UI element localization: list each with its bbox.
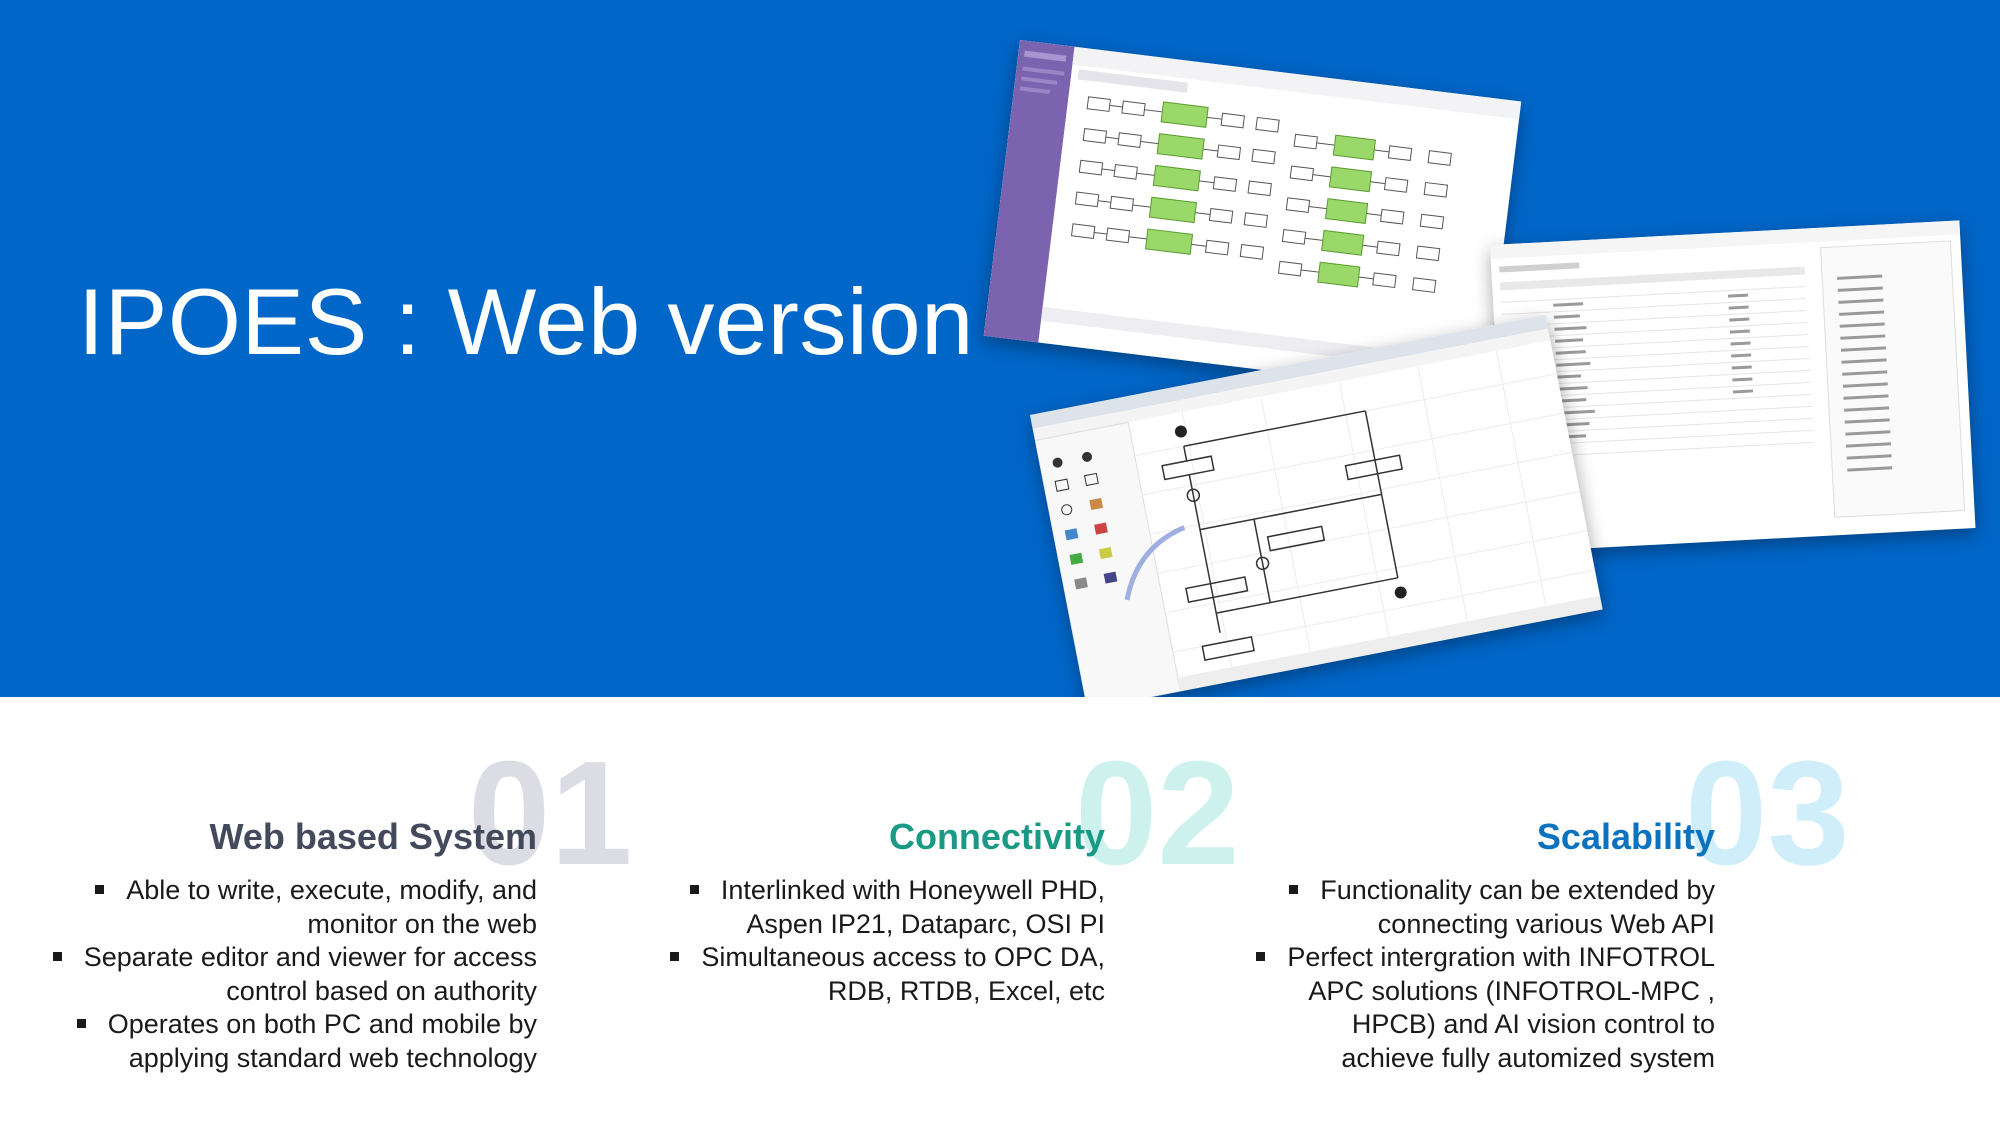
tag-table-thumbnail <box>1490 220 1966 518</box>
bullet-text: APC solutions (INFOTROL-MPC , <box>1308 975 1715 1006</box>
bullet-text: Able to write, execute, modify, and <box>126 875 537 905</box>
column-heading: Web based System <box>209 816 537 857</box>
bullet-text: Interlinked with Honeywell PHD, <box>720 875 1105 905</box>
title-banner: IPOES : Web version <box>0 0 2000 697</box>
bullet-icon <box>76 1019 86 1028</box>
bullet-text: Operates on both PC and mobile by <box>107 1009 537 1039</box>
list-item: Interlinked with Honeywell PHD,Aspen IP2… <box>655 874 1105 941</box>
bullet-text: RDB, RTDB, Excel, etc <box>827 975 1105 1006</box>
bullet-text: Aspen IP21, Dataparc, OSI PI <box>746 908 1105 939</box>
feature-column-web-based: 01 Web based System Able to write, execu… <box>0 740 633 1100</box>
flowchart-thumbnail <box>1030 314 1603 697</box>
list-item: Simultaneous access to OPC DA,RDB, RTDB,… <box>655 941 1105 1008</box>
column-number: 02 <box>1075 731 1240 896</box>
column-number: 01 <box>468 731 633 896</box>
bullet-icon <box>689 885 699 894</box>
bullet-text: Functionality can be extended by <box>1320 875 1715 905</box>
column-number: 03 <box>1685 731 1850 896</box>
bullet-text: Perfect intergration with INFOTROL <box>1287 942 1715 972</box>
bullet-icon <box>1256 952 1266 961</box>
column-heading: Connectivity <box>888 816 1105 857</box>
bullet-text: Separate editor and viewer for access <box>83 942 537 972</box>
bullet-text: monitor on the web <box>307 908 537 939</box>
screenshot-flowchart-editor <box>1030 314 1603 697</box>
bullet-icon <box>52 952 62 961</box>
bullet-text: HPCB) and AI vision control to <box>1351 1009 1715 1039</box>
feature-column-connectivity: 02 Connectivity Interlinked with Honeywe… <box>585 740 1240 1100</box>
feature-column-scalability: 03 Scalability Functionality can be exte… <box>1195 740 1850 1100</box>
bullet-icon <box>95 885 105 894</box>
bullet-text: control based on authority <box>226 975 537 1006</box>
column-heading: Scalability <box>1536 816 1715 857</box>
bullet-text: Simultaneous access to OPC DA, <box>701 942 1105 972</box>
slide-title: IPOES : Web version <box>78 269 974 374</box>
bullet-text: connecting various Web API <box>1377 908 1715 939</box>
bullet-text: achieve fully automized system <box>1341 1042 1715 1073</box>
bullet-list: Interlinked with Honeywell PHD,Aspen IP2… <box>655 874 1105 1008</box>
bullet-text: applying standard web technology <box>128 1042 537 1073</box>
screenshot-tag-table <box>1490 220 1976 553</box>
bullet-icon <box>1289 885 1299 894</box>
bullet-icon <box>670 952 680 961</box>
